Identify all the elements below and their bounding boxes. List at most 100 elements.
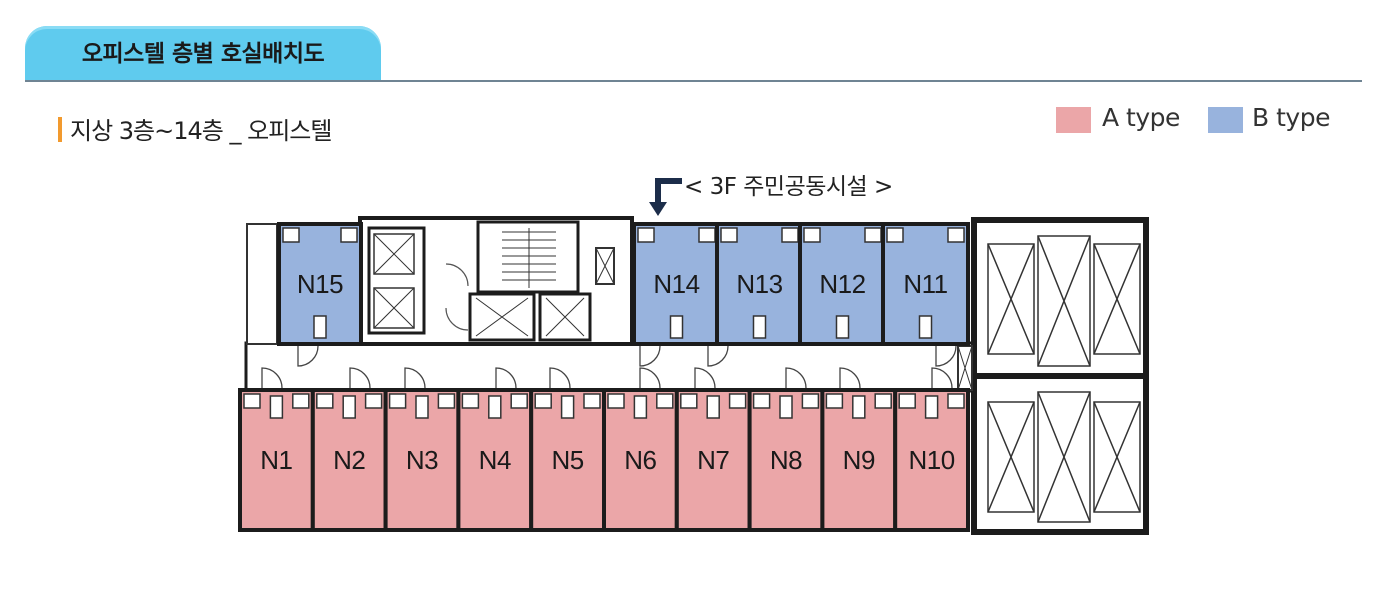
door-swing	[639, 345, 661, 367]
fixture	[680, 393, 698, 409]
fixture	[637, 227, 655, 243]
fixture	[292, 393, 310, 409]
fixture	[437, 393, 456, 409]
door-swing	[297, 345, 319, 367]
unit-n14: N14	[632, 222, 721, 346]
fixture	[779, 395, 793, 419]
fixture	[461, 393, 480, 409]
fixture	[924, 395, 939, 419]
left-vestibule	[246, 223, 278, 345]
fixture	[947, 227, 965, 243]
fixture	[560, 395, 575, 419]
fixture	[656, 393, 674, 409]
fixture	[388, 393, 407, 409]
floor-subtitle: 지상 3층~14층 _ 오피스텔	[70, 117, 332, 145]
corridor-doors	[261, 345, 957, 389]
fixture	[752, 315, 767, 339]
tab-title: 오피스텔 층별 호실배치도	[81, 41, 325, 67]
floor-annotation: < 3F 주민공동시설 >	[684, 174, 893, 200]
door-swing	[349, 367, 371, 389]
legend-label-a: A type	[1102, 103, 1180, 132]
unit-label: N7	[697, 445, 729, 475]
unit-n12: N12	[798, 222, 887, 346]
unit-label: N5	[551, 445, 583, 475]
section-tab: 오피스텔 층별 호실배치도	[25, 26, 381, 82]
unit-label: N12	[819, 269, 865, 299]
unit-label: N6	[624, 445, 656, 475]
fixture	[886, 227, 904, 243]
fixture	[340, 227, 358, 243]
fixture	[752, 393, 771, 409]
fixture	[316, 393, 334, 409]
fixture	[720, 227, 738, 243]
door-swing	[495, 367, 517, 389]
fixture	[583, 393, 601, 409]
fixture	[510, 393, 528, 409]
fixture	[801, 393, 820, 409]
legend-swatch-a	[1056, 107, 1091, 133]
legend-swatch-b	[1208, 107, 1243, 133]
fixture	[342, 395, 356, 419]
unit-n7: N7	[674, 388, 752, 532]
subtitle-accent-bar	[58, 117, 62, 142]
fixture	[669, 315, 684, 339]
door-swing	[785, 367, 807, 389]
unit-label: N13	[736, 269, 782, 299]
fixture	[947, 393, 965, 409]
fixture	[607, 393, 625, 409]
arrow-down-icon	[649, 178, 682, 216]
corridor	[244, 341, 976, 393]
unit-label: N10	[908, 445, 954, 475]
unit-label: N3	[406, 445, 438, 475]
door-swing	[935, 345, 957, 367]
unit-n10: N10	[893, 388, 971, 532]
fixture	[488, 395, 502, 419]
door-swing	[261, 367, 283, 389]
door-swing	[404, 367, 426, 389]
fixture	[269, 395, 284, 419]
fixture	[633, 395, 648, 419]
fixture	[364, 393, 383, 409]
unit-label: N4	[479, 445, 511, 475]
fixture	[835, 315, 850, 339]
unit-label: N15	[297, 269, 343, 299]
unit-n11: N11	[881, 222, 970, 346]
unit-n4: N4	[456, 388, 534, 532]
unit-n13: N13	[715, 222, 804, 346]
unit-label: N8	[770, 445, 802, 475]
fixture	[698, 227, 716, 243]
unit-n1: N1	[238, 388, 315, 532]
unit-n8: N8	[747, 388, 825, 532]
unit-n15: N15	[277, 222, 363, 346]
legend-label-b: B type	[1252, 103, 1330, 132]
fixture	[898, 393, 916, 409]
fixture	[803, 227, 821, 243]
fixture	[874, 393, 892, 409]
unit-label: N11	[903, 269, 947, 299]
unit-label: N1	[260, 445, 292, 475]
door-swing	[707, 345, 729, 367]
unit-room	[715, 222, 804, 346]
fixture	[864, 227, 882, 243]
unit-n5: N5	[529, 388, 607, 532]
core-area	[358, 216, 634, 346]
door-swing	[639, 367, 661, 389]
fixture	[313, 315, 327, 339]
b-type-units: N15 N14 N13 N12 N11	[277, 222, 970, 346]
unit-n2: N2	[310, 388, 388, 532]
door-swing	[931, 367, 953, 389]
fixture	[706, 395, 720, 419]
parking-core	[957, 217, 1149, 535]
door-swing	[839, 367, 861, 389]
unit-n3: N3	[383, 388, 461, 532]
fixture	[534, 393, 552, 409]
door-swing	[549, 367, 571, 389]
fixture	[243, 393, 261, 409]
unit-n6: N6	[602, 388, 679, 532]
fixture	[728, 393, 747, 409]
fixture	[282, 227, 300, 243]
unit-label: N14	[653, 269, 699, 299]
unit-label: N2	[333, 445, 365, 475]
fixture	[918, 315, 933, 339]
header-divider	[25, 80, 1362, 82]
